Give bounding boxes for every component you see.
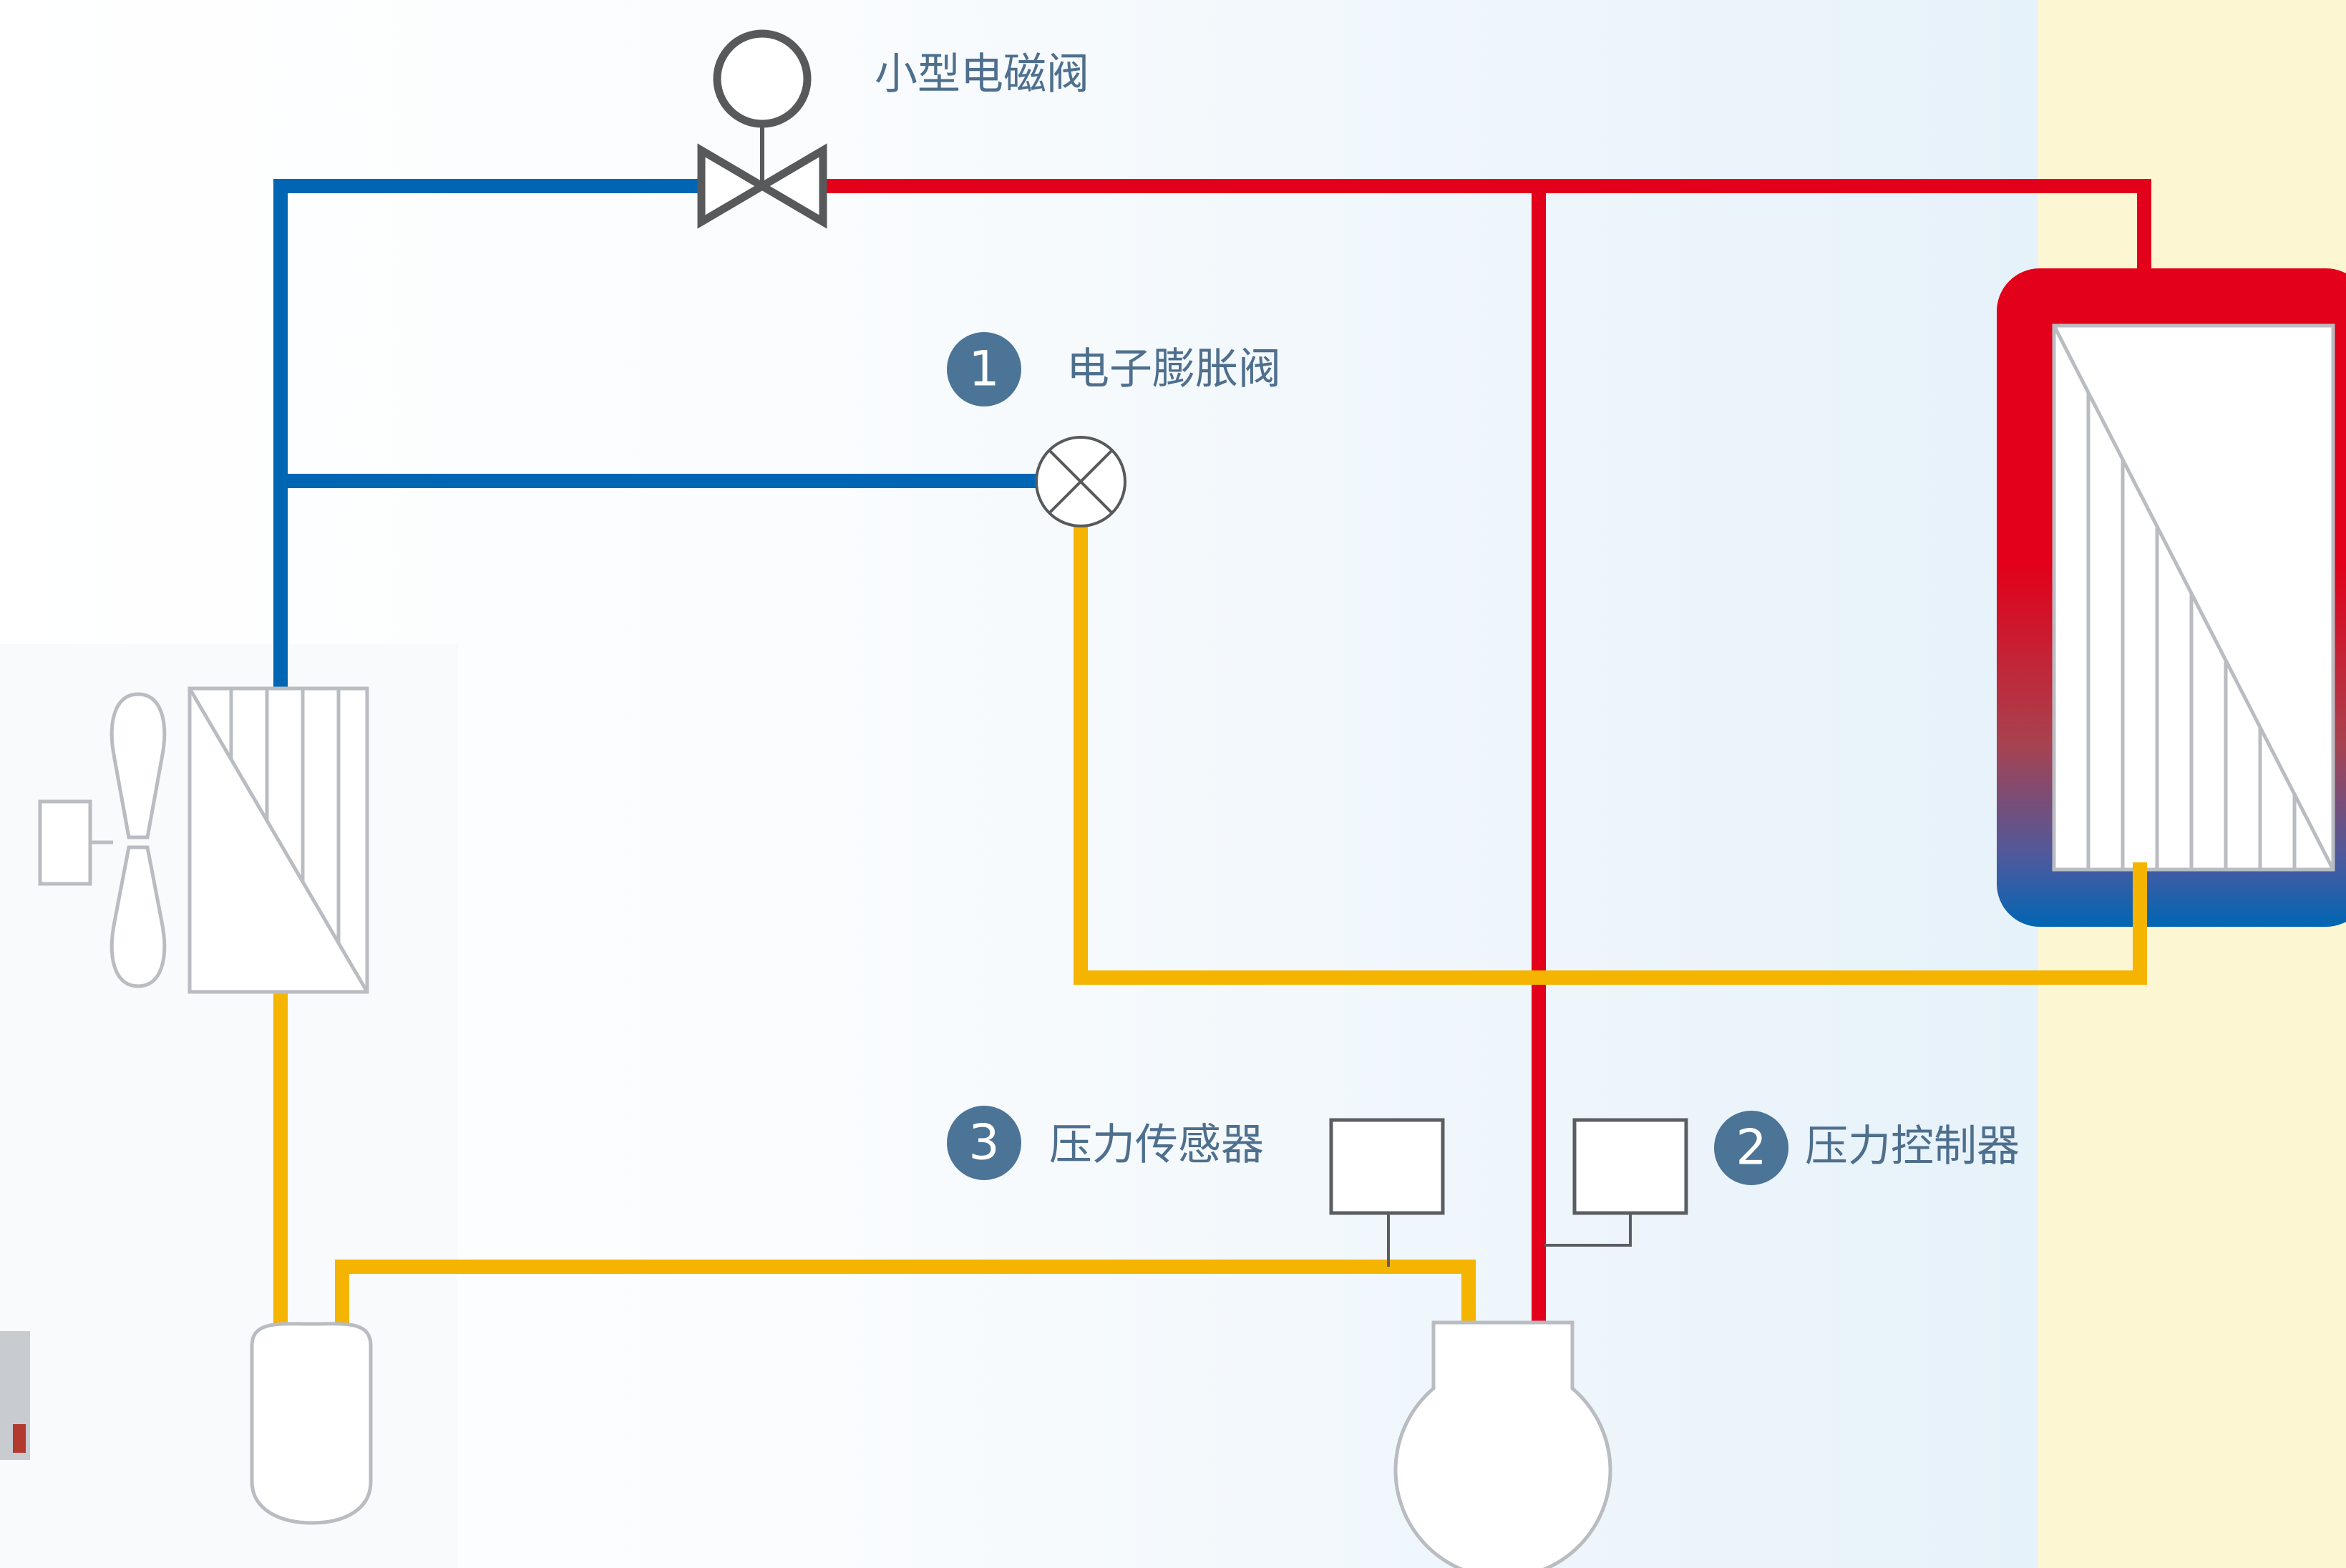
liquid-line-main	[273, 179, 709, 694]
valve-body-icon	[697, 143, 827, 229]
badge-circle	[1714, 1111, 1788, 1185]
air-cooled-condenser	[38, 686, 369, 994]
solenoid-valve-label: 小型电磁阀	[875, 49, 1089, 99]
compressor-icon	[1393, 1320, 1612, 1568]
product-photo-fragment	[0, 1331, 30, 1460]
pressure-controller-tap	[1544, 1213, 1632, 1247]
compressor	[1393, 1320, 1612, 1568]
pressure-controller-box	[1572, 1118, 1688, 1215]
solenoid-coil-icon	[713, 29, 812, 128]
pressure-controller	[1544, 1118, 1688, 1247]
pressure-sensor-badge: 3	[947, 1106, 1021, 1180]
pressure-sensor-label: 压力传感器	[1049, 1120, 1264, 1170]
badge-circle	[947, 332, 1021, 406]
fan-motor-icon	[38, 799, 92, 886]
plate-heat-exchanger	[1997, 268, 2346, 927]
badge-number: 3	[968, 1115, 999, 1172]
pressure-sensor-box	[1329, 1118, 1445, 1215]
solenoid-valve	[697, 29, 827, 229]
pressure-controller-label: 压力控制器	[1805, 1121, 2020, 1172]
suction-line-bottom	[335, 1260, 1476, 1342]
product-photo-fragment-accent	[13, 1424, 26, 1453]
liquid-receiver-icon	[250, 1322, 373, 1525]
fan-blade-icon	[109, 692, 167, 839]
expansion-valve-cross-b	[1048, 449, 1114, 515]
heat-exchanger-diagonal	[2052, 324, 2335, 871]
badge-circle	[947, 1106, 1021, 1180]
pressure-sensor	[1329, 1118, 1445, 1267]
hot-gas-line-top	[816, 179, 2151, 279]
expansion-valve-label: 电子膨胀阀	[1066, 344, 1281, 394]
pressure-controller-badge: 2	[1714, 1111, 1788, 1185]
expansion-valve	[1035, 436, 1126, 527]
expansion-valve-badge: 1	[947, 332, 1021, 406]
fan-blade-lower-icon	[109, 845, 167, 988]
badge-number: 2	[1736, 1120, 1766, 1177]
badge-number: 1	[968, 341, 999, 398]
